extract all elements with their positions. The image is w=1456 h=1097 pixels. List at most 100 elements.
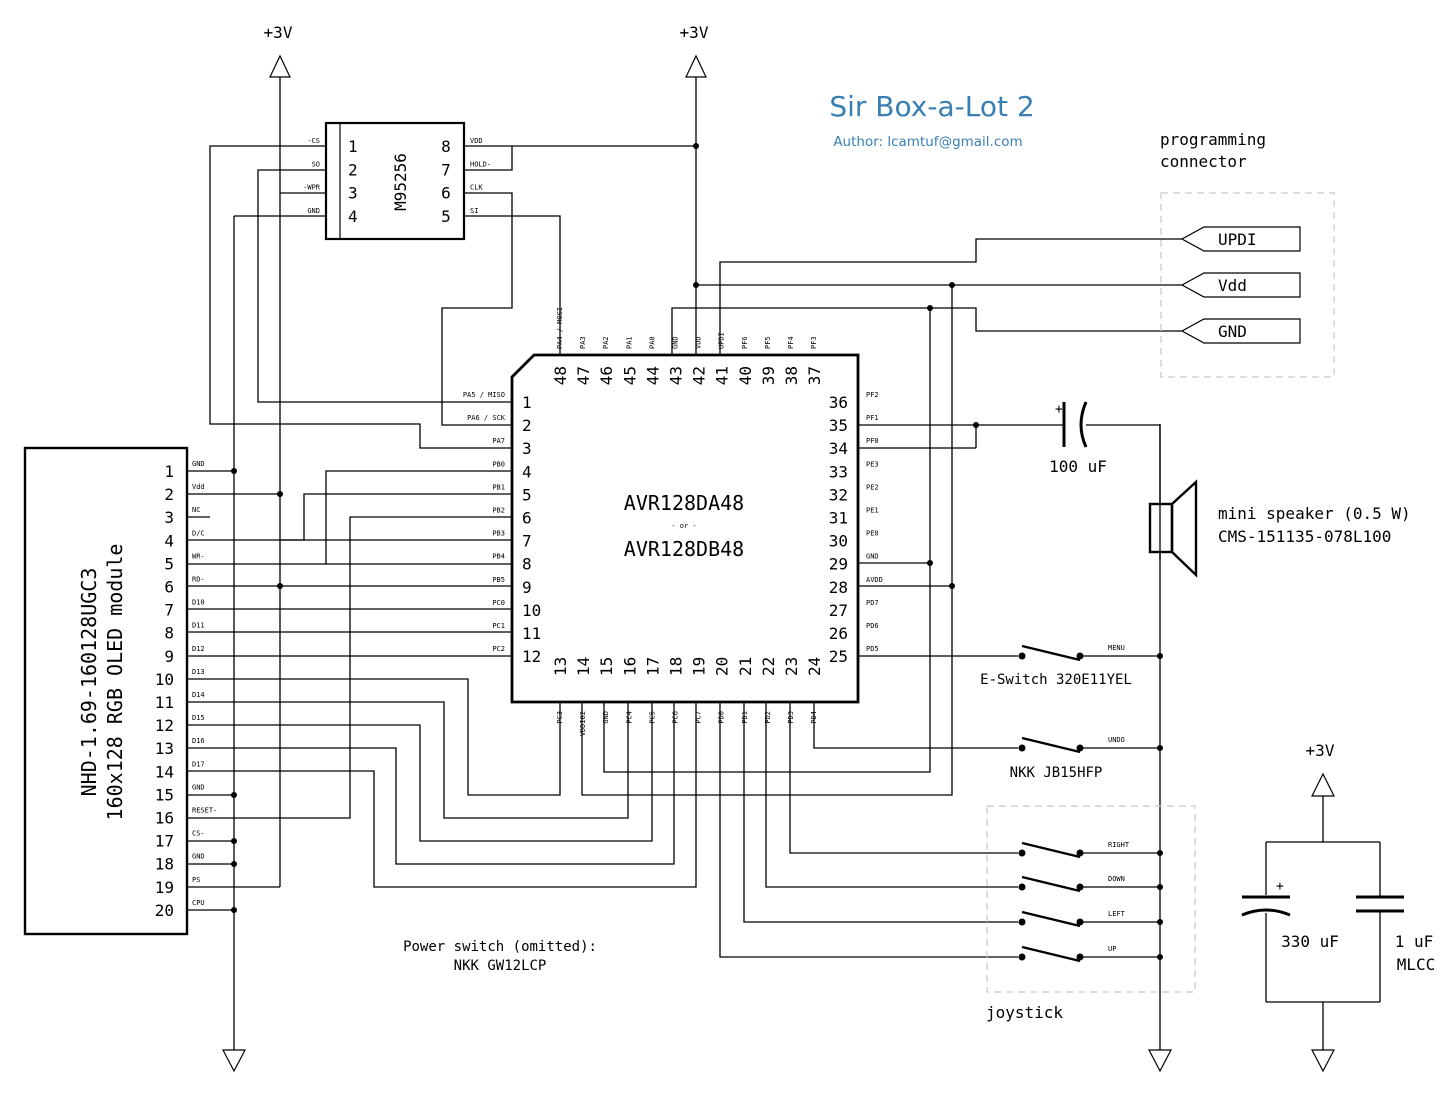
diagram-title: Sir Box-a-Lot 2 [829,90,1034,123]
mcu-pin-number: 17 [643,657,662,676]
mcu-pin-number: 33 [829,462,848,481]
oled-pin-number: 2 [164,485,174,504]
switch-left: LEFT [1018,910,1126,928]
mcu-pin-number: 30 [829,532,848,551]
mcu-pin-label: PC4 [625,711,633,724]
mcu-pin-label: UPDI [718,332,726,349]
mcu-name-1: AVR128DA48 [624,491,744,515]
mcu-pin-number: 16 [620,657,639,676]
mcu-pin-label: PD1 [741,711,749,724]
mcu-pin-number: 41 [713,366,732,385]
mcu-pin-label: PD0 [718,711,726,724]
vcc-arrow-icon [1311,772,1335,797]
switches: MENU E-Switch 320E11YEL UNDO NKK JB15HFP… [980,644,1196,1022]
mcu-pin-number: 39 [759,366,778,385]
oled-pin-number: 13 [155,739,174,758]
mcu-pin-number: 2 [522,416,532,435]
oled-pin-number: 14 [155,762,174,781]
oled-pin-label: D14 [192,691,205,699]
eeprom-pin-number: 6 [441,184,451,203]
eeprom-pin-label: -WPR [303,184,321,192]
ground-icon [1311,1049,1335,1073]
eeprom-pin-label: CLK [470,184,483,192]
prog-title-1: programming [1160,130,1266,149]
mcu-pin-label: PC6 [672,711,680,724]
mcu-pin-label: PF1 [866,414,879,422]
mcu-pin-label: PC5 [648,711,656,724]
mcu-pin-number: 18 [667,657,686,676]
oled-title-2: 160x128 RGB OLED module [103,544,127,821]
mcu-or-label: - or - [671,522,696,530]
oled-pin-number: 1 [164,462,174,481]
mcu-pin-number: 28 [829,578,848,597]
oled-pin-label: RD- [192,576,205,584]
mcu-pin-label: PC1 [492,622,505,630]
mcu-pin-label: PC2 [492,645,505,653]
speaker: mini speaker (0.5 W) CMS-151135-078L100 [1148,479,1411,578]
mcu-pin-label: PE1 [866,507,879,515]
mcu-pin-number: 12 [522,647,541,666]
switch-up: UP [1018,945,1116,963]
mcu-pin-number: 37 [805,366,824,385]
oled-pin-label: GND [192,460,205,468]
eeprom-pin-number: 4 [348,207,358,226]
speaker-icon [1148,502,1174,554]
mcu-pin-number: 25 [829,647,848,666]
mcu-pin-label: PE0 [866,530,879,538]
eeprom-pin-label: SO [312,160,320,168]
switch-right: RIGHT [1018,841,1130,859]
connector-pin [1180,226,1301,252]
oled-pin-number: 6 [164,578,174,597]
mcu-name-2: AVR128DB48 [624,537,744,561]
cap-1uf-label: 1 uF [1395,932,1434,951]
eeprom-pin-label: HOLD- [470,160,491,168]
switch-label: DOWN [1108,875,1125,883]
eeprom-pin-label: VDD [470,137,483,145]
mcu-pin-number: 29 [829,555,848,574]
mcu-pin-number: 45 [620,366,639,385]
oled-pin-label: GND [192,853,205,861]
switch-label: UP [1108,945,1116,953]
switch-label: UNDO [1108,736,1125,744]
mcu-pin-label: GND [602,711,610,724]
mcu-pin-label: PF2 [866,391,879,399]
mcu-pin-number: 9 [522,578,532,597]
mcu-pin-label: PD7 [866,599,879,607]
oled-pin-number: 7 [164,601,174,620]
mcu-pin-label: PC7 [695,711,703,724]
mcu-pin-number: 15 [597,657,616,676]
eeprom-pin-number: 5 [441,207,451,226]
speaker-label-2: CMS-151135-078L100 [1218,527,1391,546]
connector-pin-label: GND [1218,322,1247,341]
mcu-pin-number: 48 [551,366,570,385]
oled-pin-number: 9 [164,647,174,666]
mcu-pin-number: 35 [829,416,848,435]
oled-pin-number: 10 [155,670,174,689]
mcu-pin-number: 47 [574,366,593,385]
mcu-pin-label: PA4 / MOSI [556,307,564,349]
mcu-pin-number: 20 [713,657,732,676]
oled-pin-number: 8 [164,624,174,643]
oled-pin-number: 3 [164,508,174,527]
oled-pin-label: D11 [192,622,205,630]
mcu-pin-label: PA2 [602,336,610,349]
oled-pin-label: NC [192,506,200,514]
eeprom-pin-label: -CS [307,137,320,145]
power-note-1: Power switch (omitted): [403,939,597,955]
mcu-pin-number: 46 [597,366,616,385]
eeprom-pin-number: 2 [348,160,358,179]
switch-label: MENU [1108,644,1125,652]
mcu-pin-number: 32 [829,485,848,504]
mcu-pin-number: 24 [805,657,824,676]
connector-pin [1180,272,1301,298]
vcc-rail-mcu: +3V [680,23,709,366]
mcu-pin-label: PF0 [866,437,879,445]
prog-outline [1160,192,1335,378]
capacitor-100uf: + 100 uF [1049,401,1107,476]
mcu-pin-number: 36 [829,393,848,412]
vcc-label: +3V [264,23,293,42]
